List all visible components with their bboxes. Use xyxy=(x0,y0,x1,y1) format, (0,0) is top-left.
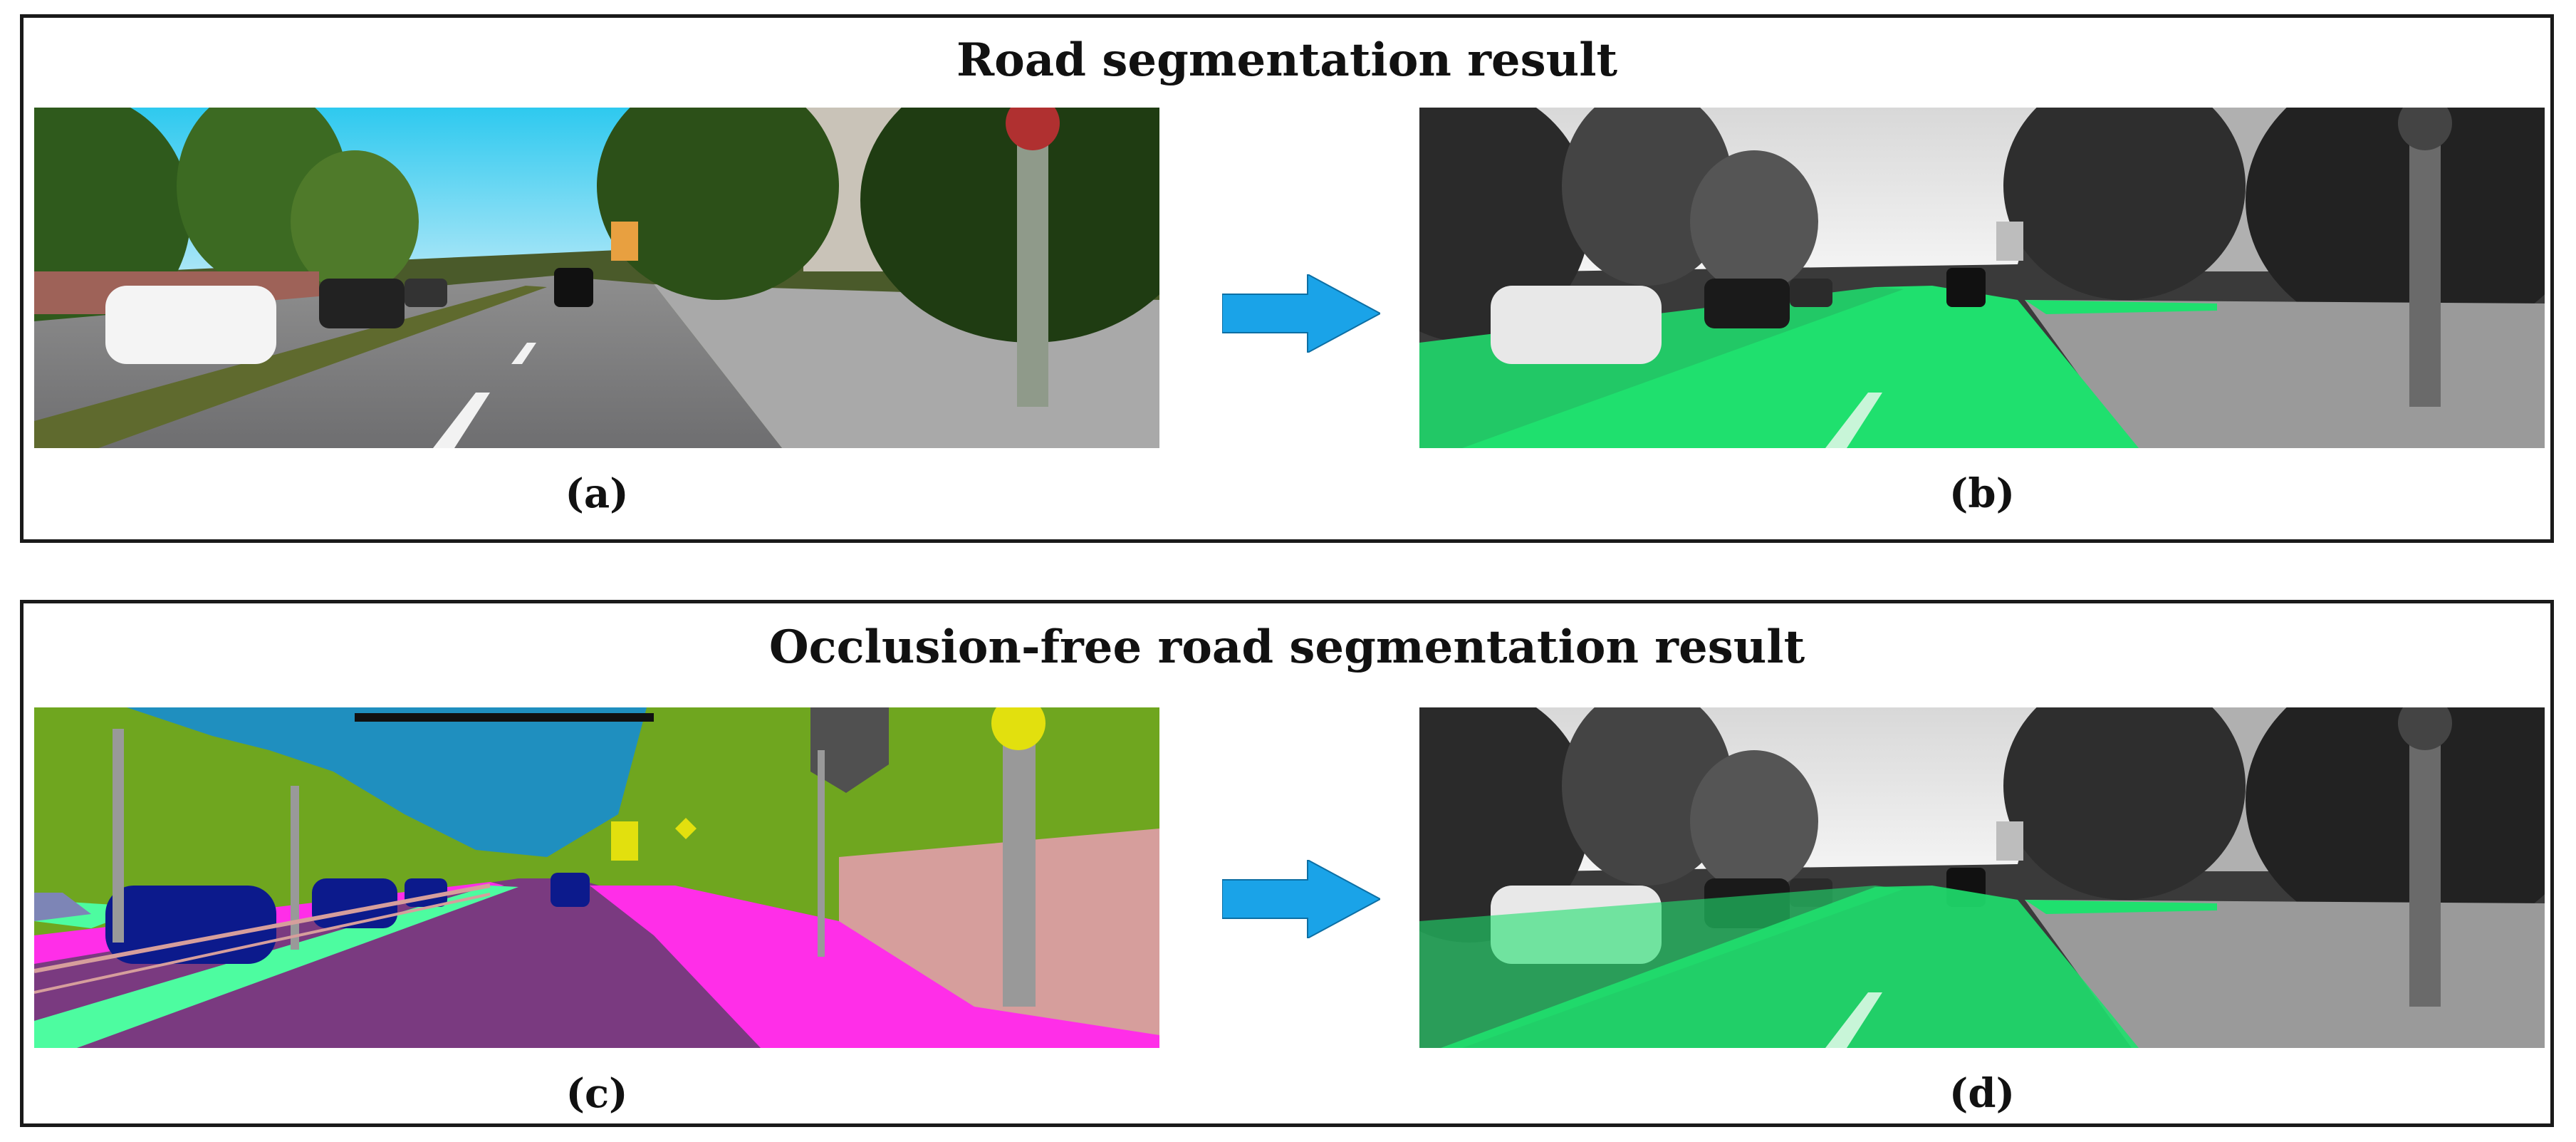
right-arrow-icon xyxy=(1222,860,1380,938)
caption-a: (a) xyxy=(565,470,629,517)
image-b-road-overlay xyxy=(1419,108,2545,448)
caption-c: (c) xyxy=(565,1070,628,1117)
caption-b: (b) xyxy=(1949,470,2016,517)
caption-d: (d) xyxy=(1949,1070,2016,1117)
top-panel-title: Road segmentation result xyxy=(956,33,1618,87)
image-d-occlusion-free-overlay xyxy=(1419,707,2545,1048)
right-arrow-icon xyxy=(1222,274,1380,353)
top-panel: Road segmentation result xyxy=(20,14,2554,543)
bottom-panel: Occlusion-free road segmentation result xyxy=(20,600,2554,1127)
image-c-label-map xyxy=(34,707,1159,1048)
bottom-panel-title: Occlusion-free road segmentation result xyxy=(768,621,1805,674)
image-a-rgb-scene xyxy=(34,108,1159,448)
